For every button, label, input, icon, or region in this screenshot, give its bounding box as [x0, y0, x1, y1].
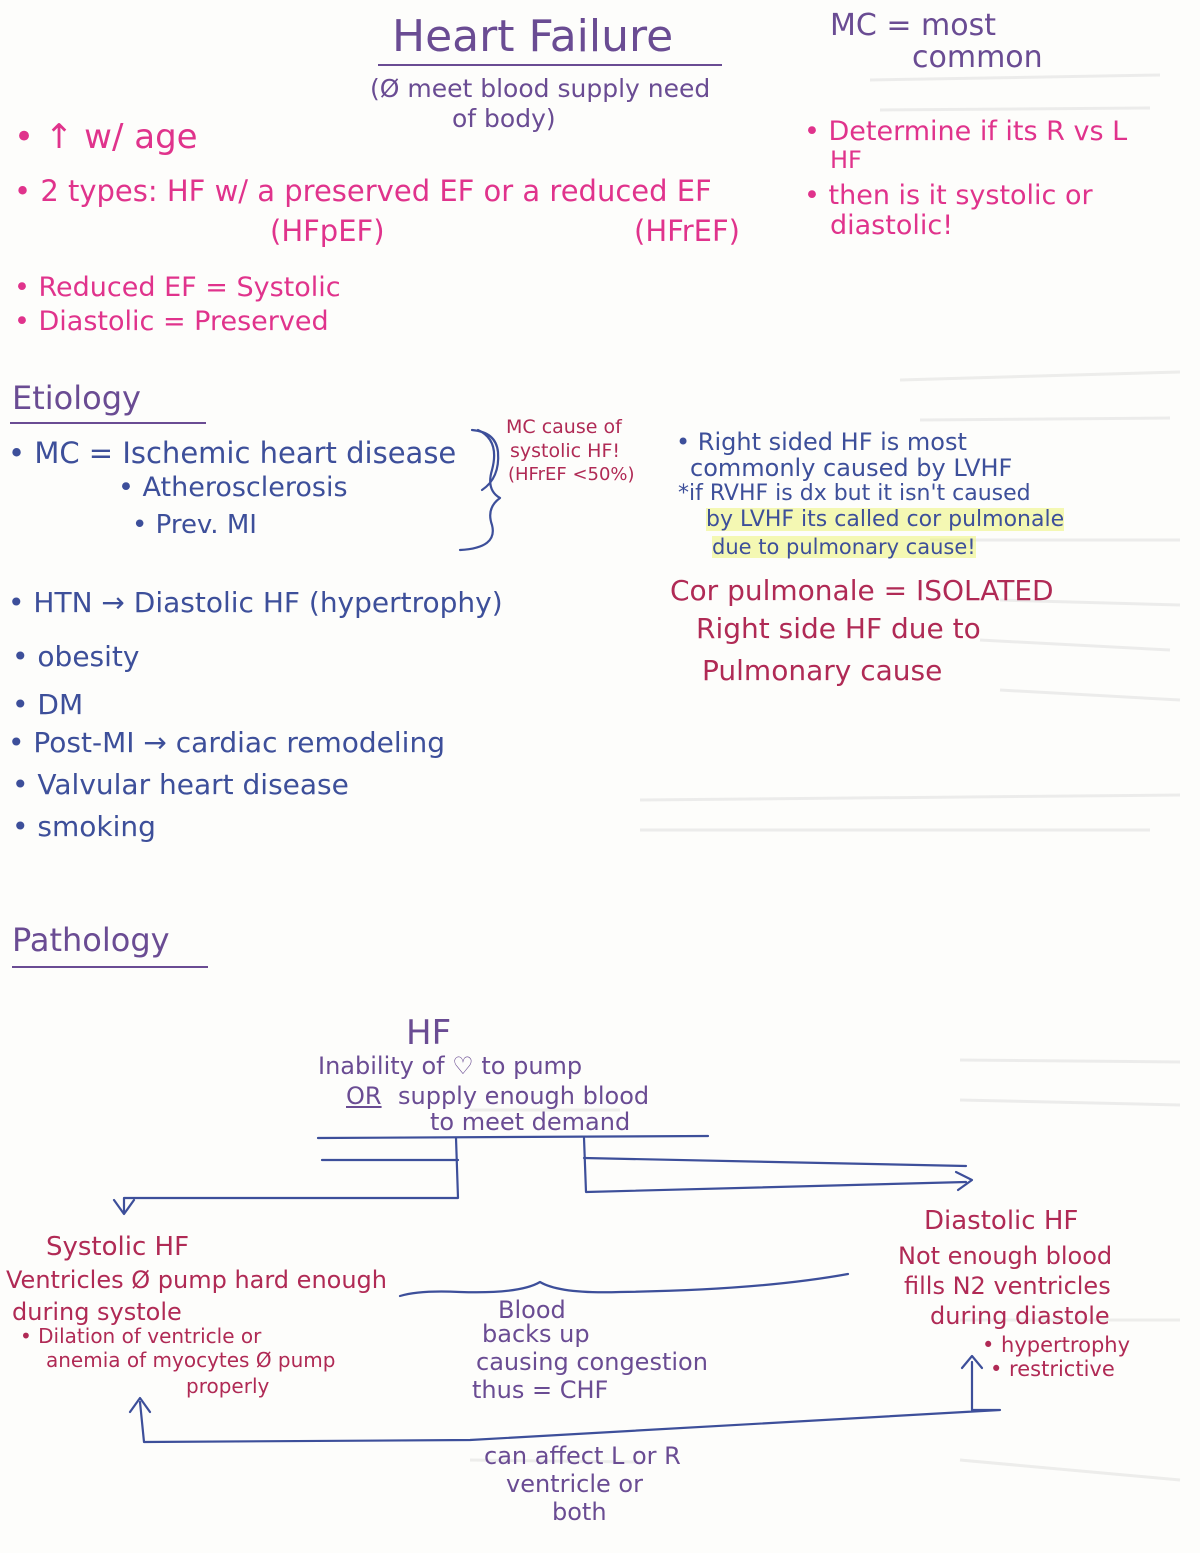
age-bullet: • ↑ w/ age: [14, 117, 198, 157]
hf-box-line1: Inability of ♡ to pump: [318, 1052, 583, 1080]
affect-line2: ventricle or: [506, 1470, 643, 1498]
hfpef-label: (HFpEF): [270, 214, 385, 248]
abbrev-note-line1: MC = most: [830, 8, 997, 43]
etiology-smoking: • smoking: [12, 810, 156, 843]
etiology-dm: • DM: [12, 688, 84, 721]
hf-box-line2: supply enough blood: [398, 1082, 650, 1110]
etiology-htn: • HTN → Diastolic HF (hypertrophy): [8, 586, 503, 619]
determine-line4: diastolic!: [830, 210, 954, 241]
types-bullet: • 2 types: HF w/ a preserved EF or a red…: [14, 174, 712, 208]
cor-pulmonale-line3: Pulmonary cause: [702, 654, 943, 687]
title-subtitle-line2: of body): [452, 104, 556, 133]
diastolic-line5: • restrictive: [990, 1357, 1115, 1381]
mc-cause-line2: systolic HF!: [510, 440, 620, 462]
blood-backs-line1: Blood: [498, 1296, 566, 1324]
diastolic-preserved-bullet: • Diastolic = Preserved: [14, 306, 329, 337]
affect-loop: [138, 1360, 1002, 1444]
etiology-heading: Etiology: [12, 379, 141, 417]
mc-cause-line3: (HFrEF <50%): [508, 464, 635, 485]
right-hf-line3: *if RVHF is dx but it isn't caused: [678, 481, 1031, 506]
hfref-label: (HFrEF): [634, 214, 740, 248]
determine-line2: HF: [830, 146, 862, 174]
etiology-bracket: [470, 428, 500, 492]
pathology-heading: Pathology: [12, 921, 170, 959]
right-hf-line2: commonly caused by LVHF: [690, 454, 1013, 482]
determine-line3: • then is it systolic or: [804, 180, 1093, 211]
blood-backs-line3: causing congestion: [476, 1348, 708, 1376]
affect-line1: can affect L or R: [484, 1442, 681, 1470]
etiology-brace: [458, 428, 502, 552]
pathology-underline: [12, 966, 208, 968]
hf-right-drop2: [582, 1156, 968, 1168]
right-hf-line5: due to pulmonary cause!: [712, 535, 976, 559]
systolic-line3: • Dilation of ventricle or: [20, 1324, 262, 1348]
etiology-prev-mi: • Prev. MI: [132, 510, 257, 540]
title-underline: [378, 64, 722, 66]
etiology-atherosclerosis: • Atherosclerosis: [118, 472, 348, 503]
etiology-valvular: • Valvular heart disease: [12, 768, 349, 801]
right-hf-line1: • Right sided HF is most: [676, 428, 967, 456]
etiology-post-mi: • Post-MI → cardiac remodeling: [8, 726, 445, 759]
systolic-line4: anemia of myocytes Ø pump: [46, 1348, 336, 1372]
hf-box-line3: to meet demand: [430, 1108, 631, 1136]
systolic-hf-title: Systolic HF: [46, 1232, 190, 1262]
right-up-arrowhead: [960, 1354, 984, 1370]
diastolic-hf-title: Diastolic HF: [924, 1206, 1079, 1236]
cor-pulmonale-line1: Cor pulmonale = ISOLATED: [670, 574, 1054, 607]
hf-left-drop: [122, 1136, 460, 1214]
determine-line1: • Determine if its R vs L: [804, 116, 1128, 147]
congestion-brace: [398, 1272, 850, 1298]
etiology-obesity: • obesity: [12, 640, 140, 673]
left-up-arrowhead: [128, 1396, 152, 1414]
blood-backs-line2: backs up: [482, 1320, 590, 1348]
diastolic-line3: during diastole: [930, 1302, 1110, 1330]
affect-line3: both: [552, 1498, 607, 1526]
hf-right-drop: [582, 1136, 968, 1194]
hf-box-title: HF: [406, 1013, 452, 1053]
title-subtitle-line1: (Ø meet blood supply need: [370, 74, 711, 103]
diastolic-line4: • hypertrophy: [982, 1333, 1131, 1357]
hf-box-or: OR: [346, 1082, 382, 1110]
right-arrowhead: [954, 1170, 974, 1192]
abbrev-note-line2: common: [912, 40, 1043, 75]
diastolic-line2: fills N2 ventricles: [904, 1272, 1111, 1300]
systolic-line2: during systole: [12, 1298, 182, 1326]
left-arrowhead: [112, 1198, 136, 1216]
systolic-line5: properly: [186, 1374, 270, 1398]
mc-cause-line1: MC cause of: [506, 416, 622, 438]
reduced-ef-bullet: • Reduced EF = Systolic: [14, 272, 341, 303]
systolic-line1: Ventricles Ø pump hard enough: [6, 1266, 387, 1294]
etiology-underline: [10, 422, 206, 424]
etiology-mc-ischemic: • MC = Ischemic heart disease: [8, 436, 457, 470]
cor-pulmonale-line2: Right side HF due to: [696, 612, 981, 645]
page-title: Heart Failure: [392, 11, 674, 62]
blood-backs-line4: thus = CHF: [472, 1376, 609, 1404]
hf-bar: [316, 1134, 710, 1140]
right-hf-line4: by LVHF its called cor pulmonale: [706, 507, 1065, 532]
diastolic-line1: Not enough blood: [898, 1242, 1113, 1270]
